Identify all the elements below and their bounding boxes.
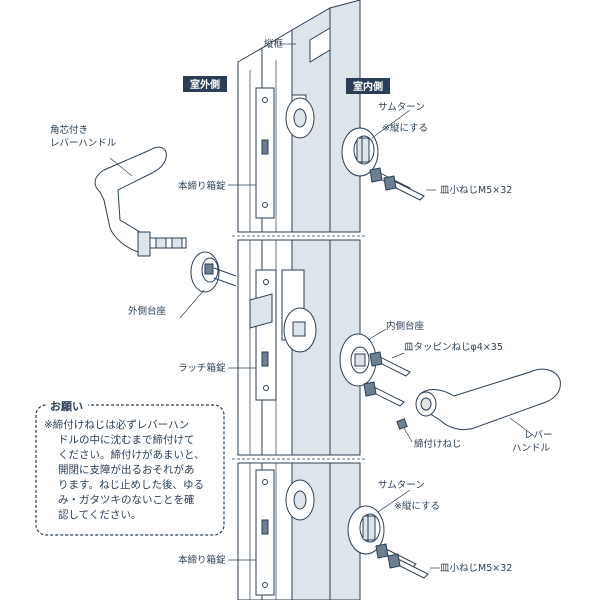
- label-thumbturn-top: サムターン: [378, 102, 425, 113]
- label-bottom-box-lock: 本締り箱錠: [178, 554, 226, 566]
- label-outer-lever-1: 角芯付き: [50, 124, 88, 136]
- label-tapping-screw: 皿タッピンねじφ4×35: [404, 342, 503, 353]
- inside-header: 室内側: [346, 78, 390, 94]
- inner-lever-handle: [396, 368, 561, 431]
- inside-header-text: 室内側: [353, 80, 383, 93]
- top-deadbolt-lockbox: [255, 87, 315, 219]
- label-outer-lever-2: レバーハンドル: [50, 138, 117, 149]
- label-lever-2: ハンドル: [512, 443, 551, 454]
- outside-header: 室外側: [183, 76, 227, 92]
- note-line: ※締付けねじは必ずレバーハン: [44, 418, 189, 431]
- note-line: み・ガタツキのないことを確: [58, 493, 195, 506]
- outside-header-text: 室外側: [190, 78, 220, 91]
- note-title: お願い: [50, 400, 83, 413]
- note-line: 開閉に支障が出るおそれがあ: [58, 463, 195, 476]
- note-line: 認してください。: [58, 508, 141, 521]
- label-screw-top: 皿小ねじM5×32: [440, 185, 512, 196]
- latch-lockbox: [249, 269, 317, 401]
- label-inner-base: 内側台座: [386, 320, 425, 332]
- label-set-screw: 締付けねじ: [414, 438, 462, 450]
- label-frame: 縦框: [264, 38, 284, 50]
- label-top-box-lock: 本締り箱錠: [178, 180, 226, 192]
- label-screw-bottom: 皿小ねじM5×32: [440, 563, 512, 574]
- label-thumbturn-bottom: サムターン: [378, 480, 425, 491]
- bottom-deadbolt-lockbox: [255, 469, 315, 596]
- labels: 縦框 角芯付き レバーハンドル 本締り箱錠 サムターン ※縦にする 皿小ねじM5…: [50, 38, 553, 574]
- note-line: ドルの中に沈むまで締付けて: [58, 433, 195, 446]
- label-latch-lock: ラッチ箱錠: [178, 362, 226, 374]
- note-line: ります。ねじ止めした後、ゆる: [58, 478, 204, 491]
- label-lever-1: レバー: [524, 430, 553, 441]
- label-vertical-bottom: ※縦にする: [394, 500, 440, 512]
- label-vertical-top: ※縦にする: [382, 122, 428, 134]
- note-line: ください。締付けがあまいと、: [58, 448, 205, 461]
- top-thumbturn-assembly: [341, 127, 436, 201]
- outer-lever-handle: [94, 146, 187, 257]
- note-box: お願い ※締付けねじは必ずレバーハン ドルの中に沈むまで締付けて ください。締付…: [35, 398, 225, 536]
- label-outer-base: 外側台座: [128, 305, 167, 317]
- inner-base: [339, 333, 411, 407]
- bottom-thumbturn-assembly: [347, 505, 440, 579]
- leader-lines: [109, 43, 535, 561]
- outer-base: [190, 251, 237, 293]
